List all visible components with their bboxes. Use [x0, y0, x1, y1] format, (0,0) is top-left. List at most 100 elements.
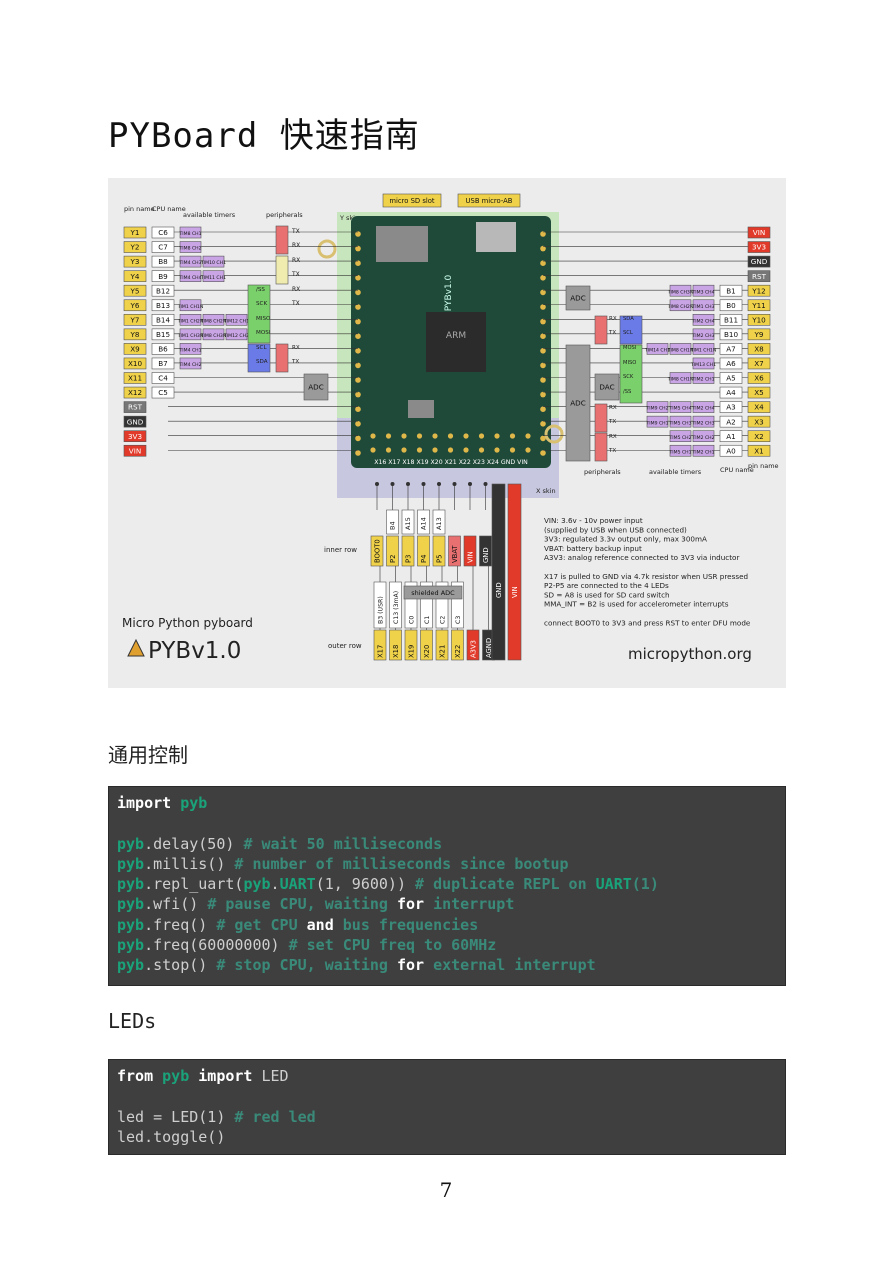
- right-periph-label: RX: [609, 405, 617, 411]
- header-pin-left: [355, 391, 361, 398]
- outer-pin-box: [466, 629, 480, 661]
- right-cpu-a6-label: A6: [726, 359, 736, 368]
- code-token: .repl_uart(: [144, 875, 244, 894]
- note-line: MMA_INT = B2 is used for accelerometer i…: [544, 600, 729, 609]
- code-general-line: pyb.wfi() # pause CPU, waiting for inter…: [117, 894, 777, 914]
- code-token: import: [117, 794, 172, 812]
- left-timer-label: TIM4 CH3: [178, 260, 201, 266]
- right-pin-x3: [747, 415, 771, 428]
- code-token: pyb: [117, 915, 145, 934]
- right-pin-gnd: [747, 255, 771, 268]
- header-pin-left: [355, 275, 361, 281]
- left-cpu-b7: [151, 357, 175, 370]
- right-pin-y9: [747, 328, 771, 341]
- outer-pin-label: A3V3: [470, 640, 478, 658]
- inner-pin-box: [417, 535, 430, 567]
- left-pin-x9-label: X9: [130, 345, 140, 354]
- header-pin-right: [540, 245, 546, 252]
- left-pin-y4: [123, 270, 147, 282]
- code-general-line: pyb.freq() # get CPU and bus frequencies: [117, 915, 777, 935]
- header-pin-right: [540, 377, 546, 383]
- header-pin-bottom: [432, 433, 438, 439]
- left-timer-label: TIM11 CH1: [200, 275, 226, 281]
- right-timer: [692, 415, 715, 428]
- outer-pin-label: X17: [377, 645, 385, 658]
- left-pin-y6-label: Y6: [130, 301, 140, 310]
- group-spi1: [619, 344, 643, 404]
- left-cpu-c6: [151, 226, 175, 239]
- header-pin-right: [540, 333, 546, 339]
- left-timer-label: TIM1 CH2N: [177, 318, 204, 324]
- right-cpu-a3-label: A3: [726, 403, 736, 412]
- code-token: UART: [279, 875, 316, 894]
- header-pin-left: [355, 304, 361, 310]
- group-i2c1: [247, 343, 271, 373]
- code-token: interrupt: [424, 895, 515, 914]
- left-timer: [179, 255, 202, 268]
- group-uart3: [594, 315, 608, 345]
- header-pin-bottom: [416, 447, 423, 453]
- header-pin-left: [355, 435, 361, 442]
- label-sd-slot: [382, 193, 442, 208]
- left-cpu-b15-label: B15: [156, 330, 170, 339]
- left-timer-label: TIM8 CH3N: [200, 333, 227, 339]
- left-cpu-b14: [151, 314, 175, 326]
- right-timer-label: TIM8 CH1N: [667, 377, 694, 383]
- left-cpu-b8-label: B8: [158, 257, 168, 266]
- left-cpu-c7: [151, 241, 175, 253]
- section-heading-general: 通用控制: [108, 743, 188, 767]
- left-pin-x11-label: X11: [128, 374, 142, 383]
- left-periph-label: SDA: [256, 359, 268, 365]
- group-adc-left-label: ADC: [308, 383, 323, 392]
- left-timer-label: TIM1 CH1N: [177, 304, 204, 310]
- inner-cpu-box: [417, 509, 430, 535]
- left-timer: [202, 314, 225, 326]
- header-pin-right: [540, 304, 546, 310]
- x-skin-label: X skin: [536, 487, 556, 495]
- right-timer: [669, 372, 692, 384]
- right-cpu-b11: [719, 314, 743, 326]
- header-pin-right: [540, 275, 546, 281]
- left-pin-y1-label: Y1: [130, 228, 140, 237]
- code-token: led = LED(1): [117, 1107, 235, 1126]
- code-general-line: pyb.stop() # stop CPU, waiting for exter…: [117, 955, 777, 975]
- left-pin-x10-label: X10: [128, 359, 142, 368]
- vin-bar-label: VIN: [511, 586, 519, 598]
- code-token: pyb: [117, 854, 145, 873]
- usb-connector: [476, 222, 516, 252]
- left-pin-vin: [123, 444, 147, 457]
- left-periph-label: RX: [292, 257, 300, 264]
- left-pin-gnd-label: GND: [127, 417, 144, 426]
- header-pin-bottom: [385, 447, 392, 453]
- left-timer: [202, 255, 225, 268]
- outer-pin-label: AGND: [485, 638, 493, 658]
- left-cpu-b6: [151, 343, 175, 355]
- right-cpu-a3: [719, 401, 743, 413]
- footer-timers: available timers: [649, 468, 702, 476]
- header-peripherals: peripherals: [266, 211, 303, 219]
- right-timer-label: TIM8 CH2N: [667, 304, 694, 310]
- group-uart2: [594, 403, 608, 433]
- right-pin-y12: [747, 284, 771, 297]
- code-token: bus frequencies: [333, 915, 479, 934]
- inner-pin-box: [463, 535, 477, 567]
- outer-pin-label: X18: [392, 645, 400, 658]
- note-line: VIN: 3.6v - 10v power input: [544, 516, 643, 525]
- left-pin-rst-label: RST: [128, 403, 143, 412]
- code-token: .freq(60000000): [144, 936, 289, 955]
- code-token: pyb: [117, 936, 145, 955]
- left-cpu-b15: [151, 328, 175, 341]
- crystal: [408, 400, 434, 418]
- inner-cpu-label: A13: [435, 517, 443, 530]
- group-can: [275, 255, 289, 285]
- code-token: pyb: [117, 895, 145, 914]
- header-pin-right: [540, 435, 546, 442]
- code-token: .freq(): [144, 915, 217, 934]
- right-timer: [692, 430, 715, 442]
- outer-pin-box: [404, 629, 418, 661]
- outer-pin-box: [451, 629, 464, 661]
- header-pin-right: [540, 318, 546, 325]
- code-token: .delay(50): [144, 834, 244, 853]
- right-pin-gnd-label: GND: [751, 257, 768, 266]
- left-pin-3v3: [123, 430, 147, 442]
